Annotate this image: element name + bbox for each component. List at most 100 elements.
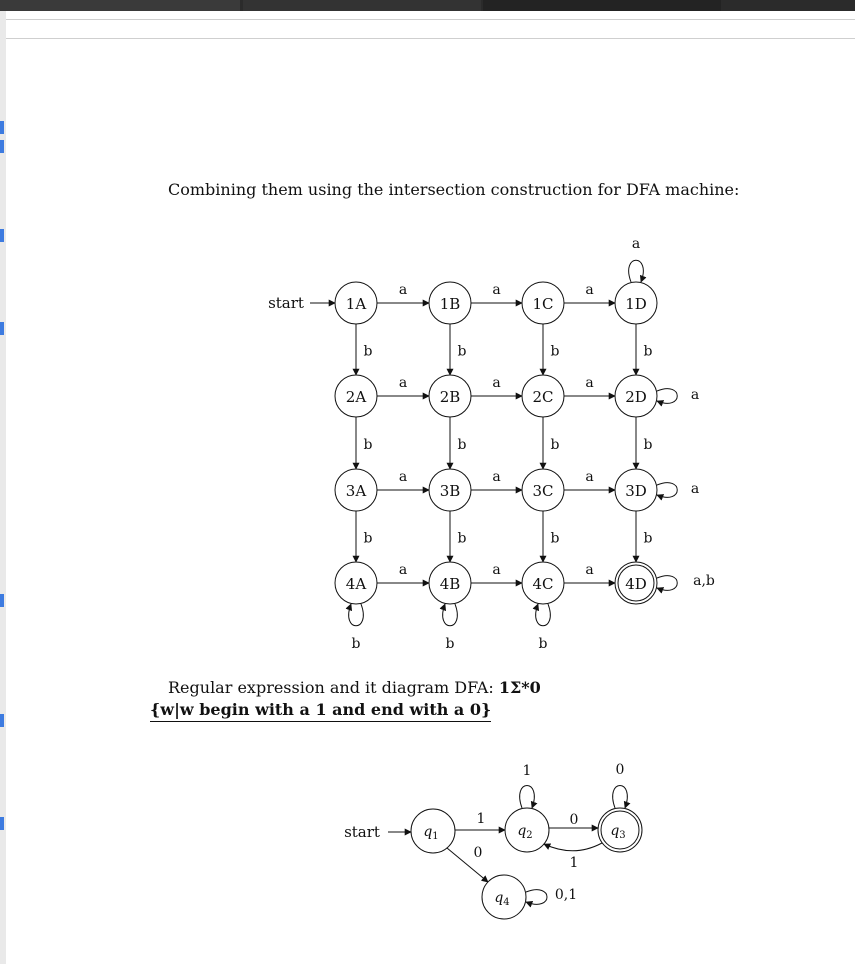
edge-label: 0,1	[555, 887, 577, 903]
divider-line	[6, 38, 855, 39]
edge-label: 0	[474, 845, 483, 861]
language-definition: {w|w begin with a 1 and end with a 0}	[150, 700, 492, 722]
edge-label: 1	[523, 763, 532, 779]
state-label: 4C	[532, 575, 553, 593]
edge-label: a	[399, 375, 407, 391]
edge-label: 1	[570, 855, 579, 871]
edge-label: a	[399, 562, 407, 578]
window-top-bar	[0, 0, 855, 11]
accept-ring	[600, 810, 640, 850]
self-loop	[525, 889, 548, 908]
scroll-marker	[0, 594, 4, 607]
state-label: q4	[494, 890, 509, 908]
state-label: q2	[517, 823, 532, 841]
state-label: 1B	[440, 295, 461, 313]
state-circle	[428, 281, 472, 325]
edge-label: a	[492, 562, 500, 578]
edge-label: b	[644, 531, 653, 547]
state-circle	[521, 374, 565, 418]
edge-label: b	[364, 437, 373, 453]
start-label: start	[344, 823, 380, 841]
state-circle	[614, 281, 658, 325]
edge-label: b	[644, 344, 653, 360]
edge-label: b	[352, 636, 361, 652]
edge-label: a	[691, 481, 699, 497]
edge-label: b	[551, 344, 560, 360]
state-label: 2D	[625, 388, 647, 406]
state-circle	[334, 374, 378, 418]
state-circle	[334, 561, 378, 605]
self-loop	[656, 482, 678, 501]
state-circle	[428, 561, 472, 605]
self-loop	[532, 603, 551, 627]
state-circle	[614, 561, 658, 605]
state-label: 4D	[625, 575, 647, 593]
state-circle	[334, 281, 378, 325]
accept-ring	[617, 564, 655, 602]
self-loop	[439, 603, 458, 627]
state-circle	[614, 468, 658, 512]
edge-label: b	[644, 437, 653, 453]
state-label: 2C	[532, 388, 553, 406]
state-label: 4A	[346, 575, 367, 593]
edge-label: a	[492, 282, 500, 298]
edge-label: b	[364, 531, 373, 547]
state-circle	[481, 874, 527, 920]
edge-label: a	[492, 375, 500, 391]
top-bar-segment	[243, 0, 481, 11]
edge-label: a	[632, 236, 640, 252]
state-label: q3	[610, 823, 625, 841]
scroll-marker	[0, 817, 4, 830]
regex-dfa-diagram: start 1 0 0 1 1 0 0,1 q1 q2 q3 q4	[344, 762, 643, 920]
state-circle	[597, 807, 643, 853]
state-label: q1	[423, 824, 438, 842]
edge-label: a	[399, 282, 407, 298]
edge-label: 0	[616, 762, 625, 778]
state-label: 1D	[625, 295, 647, 313]
state-circle	[334, 468, 378, 512]
state-circle	[428, 468, 472, 512]
scroll-marker	[0, 714, 4, 727]
transition-edge	[543, 842, 603, 852]
edge-label: 1	[477, 811, 486, 827]
state-label: 3B	[440, 482, 461, 500]
self-loop	[519, 785, 538, 809]
state-label: 3C	[532, 482, 553, 500]
self-loop	[345, 603, 364, 627]
left-gutter	[0, 11, 6, 964]
edge-label: a	[399, 469, 407, 485]
self-loop	[628, 259, 647, 283]
edge-label: a	[585, 282, 593, 298]
edge-label: a	[691, 387, 699, 403]
transition-edge	[446, 847, 489, 883]
self-loop	[656, 575, 678, 594]
state-label: 2A	[346, 388, 367, 406]
edge-label: a	[585, 562, 593, 578]
self-loop	[612, 785, 631, 809]
state-label: 1C	[532, 295, 553, 313]
state-label: 2B	[440, 388, 461, 406]
self-loop	[656, 388, 678, 407]
edge-label: 0	[570, 812, 579, 828]
scroll-marker	[0, 121, 4, 134]
top-bar-segment	[483, 0, 721, 11]
edge-label: b	[458, 531, 467, 547]
edge-label: b	[364, 344, 373, 360]
state-circle	[521, 468, 565, 512]
edge-label: a,b	[693, 573, 715, 589]
edge-label: b	[446, 636, 455, 652]
edge-label: b	[458, 437, 467, 453]
divider-line	[6, 19, 855, 20]
state-circle	[521, 561, 565, 605]
state-label: 3D	[625, 482, 647, 500]
edge-label: a	[492, 469, 500, 485]
regex-caption: Regular expression and it diagram DFA: 1…	[168, 678, 541, 697]
edge-label: a	[585, 469, 593, 485]
state-circle	[428, 374, 472, 418]
scroll-marker	[0, 140, 4, 153]
edge-label: a	[585, 375, 593, 391]
state-circle	[410, 808, 456, 854]
regex-formula: 1Σ*0	[498, 678, 541, 697]
